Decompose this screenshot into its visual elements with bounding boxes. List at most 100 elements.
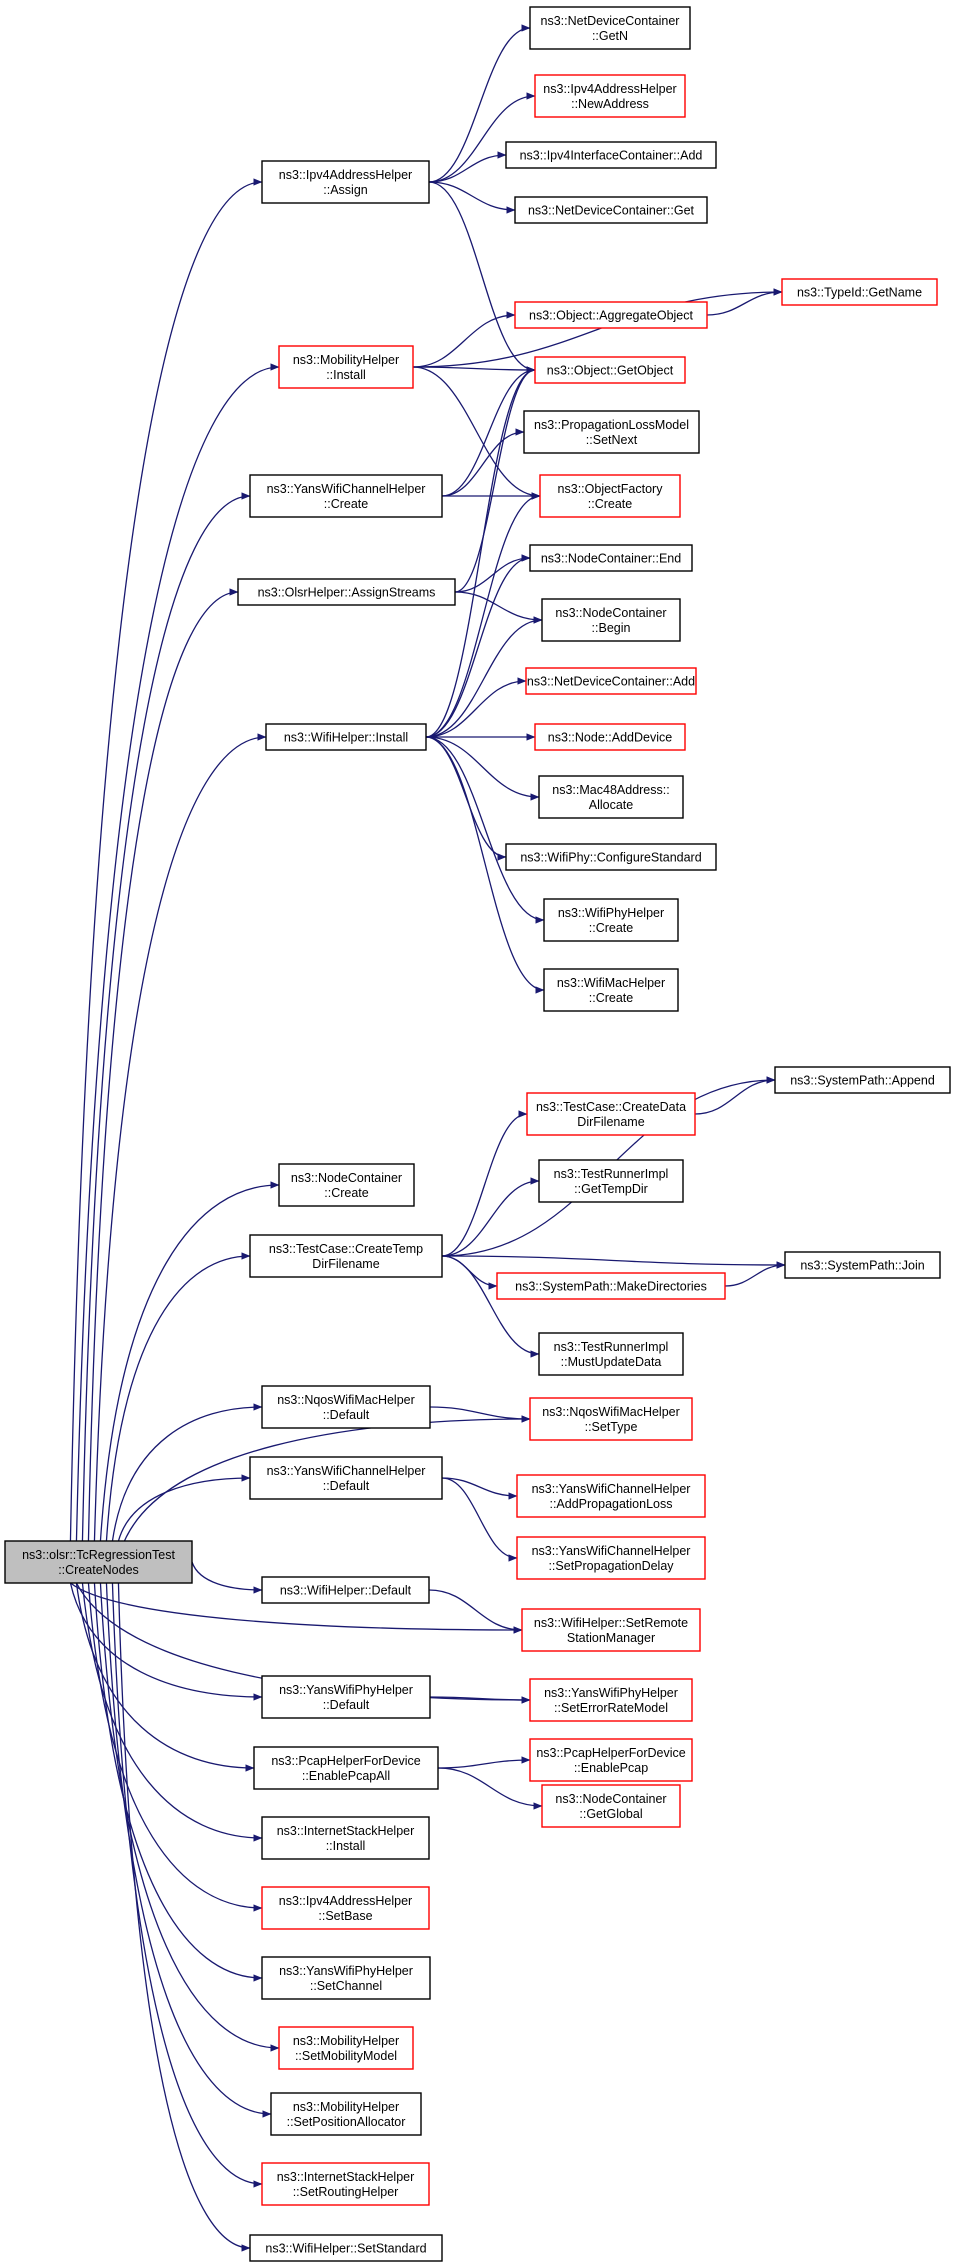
node-objectfactory-create[interactable]: ns3::ObjectFactory::Create (539, 474, 681, 518)
node-label-line: ::EnablePcapAll (302, 1769, 390, 1783)
node-box (253, 1746, 439, 1790)
node-label-line: ns3::TestRunnerImpl (554, 1167, 669, 1181)
node-box (523, 410, 700, 454)
edge-n5-to-n33 (425, 736, 540, 801)
node-label-line: ns3::NodeContainer::End (541, 552, 681, 566)
edge-n2-to-n25 (412, 311, 516, 368)
node-label-line: ns3::NetDeviceContainer (541, 14, 680, 28)
node-label-line: Allocate (589, 798, 634, 812)
node-box (538, 1332, 684, 1376)
node-mobilityhelper-install[interactable]: ns3::MobilityHelper::Install (278, 345, 414, 389)
node-yanswifiphyhelper-seterrorratemodel[interactable]: ns3::YansWifiPhyHelper::SetErrorRateMode… (529, 1678, 693, 1722)
node-nodecontainer-create[interactable]: ns3::NodeContainer::Create (278, 1163, 415, 1207)
node-mac48address-allocate[interactable]: ns3::Mac48Address::Allocate (538, 775, 684, 819)
node-wifimachelper-create[interactable]: ns3::WifiMacHelper::Create (543, 968, 679, 1012)
edge-n40-to-n41 (724, 1261, 786, 1287)
node-nodecontainer-end[interactable]: ns3::NodeContainer::End (529, 544, 693, 572)
node-label-line: ns3::TestCase::CreateData (536, 1100, 686, 1114)
node-netdevicecontainer-getn[interactable]: ns3::NetDeviceContainer::GetN (529, 6, 691, 50)
node-internetstackhelper-install[interactable]: ns3::InternetStackHelper::Install (261, 1816, 430, 1860)
node-box (278, 345, 414, 389)
node-object-aggregateobject[interactable]: ns3::Object::AggregateObject (514, 301, 708, 329)
node-wifihelper-default[interactable]: ns3::WifiHelper::Default (261, 1576, 430, 1604)
node-wifihelper-install[interactable]: ns3::WifiHelper::Install (265, 723, 427, 751)
node-box (505, 141, 717, 169)
node-wifihelper-setstandard[interactable]: ns3::WifiHelper::SetStandard (249, 2234, 443, 2262)
node-box (278, 2026, 414, 2070)
node-label-line: ns3::NodeContainer (555, 1792, 666, 1806)
node-node-adddevice[interactable]: ns3::Node::AddDevice (534, 723, 686, 751)
node-label-line: StationManager (567, 1631, 655, 1645)
node-label-line: ns3::NqosWifiMacHelper (542, 1405, 680, 1419)
edge-n9-to-n45 (441, 1477, 518, 1562)
edge-n0-to-n1 (69, 178, 263, 1542)
edge-n8-to-n43 (429, 1406, 531, 1423)
node-systempath-makedirectories[interactable]: ns3::SystemPath::MakeDirectories (496, 1272, 726, 1300)
node-typeid-getname[interactable]: ns3::TypeId::GetName (781, 278, 938, 306)
node-box (278, 1163, 415, 1207)
node-box (538, 1159, 684, 1203)
node-olsr-tcregressiontest-createnodes: ns3::olsr::TcRegressionTest::CreateNodes (4, 1540, 193, 1584)
node-label-line: ::EnablePcap (574, 1761, 648, 1775)
node-nodecontainer-begin[interactable]: ns3::NodeContainer::Begin (541, 598, 681, 642)
node-box (529, 1678, 693, 1722)
node-label-line: ns3::WifiHelper::Default (280, 1584, 412, 1598)
node-object-getobject[interactable]: ns3::Object::GetObject (534, 356, 686, 384)
edge-n1-to-n24 (428, 181, 536, 374)
node-label-line: ns3::SystemPath::Join (800, 1259, 924, 1273)
node-label-line: ns3::WifiMacHelper (557, 976, 665, 990)
node-testrunnerimpl-gettempdir[interactable]: ns3::TestRunnerImpl::GetTempDir (538, 1159, 684, 1203)
node-systempath-join[interactable]: ns3::SystemPath::Join (784, 1251, 941, 1279)
node-yanswifichannelhelper-create[interactable]: ns3::YansWifiChannelHelper::Create (249, 474, 443, 518)
node-mobilityhelper-setpositionallocator[interactable]: ns3::MobilityHelper::SetPositionAllocato… (270, 2092, 422, 2136)
node-netdevicecontainer-add[interactable]: ns3::NetDeviceContainer::Add (525, 667, 697, 695)
node-nqoswifimachelper-default[interactable]: ns3::NqosWifiMacHelper::Default (261, 1385, 431, 1429)
node-label-line: ns3::YansWifiChannelHelper (532, 1482, 691, 1496)
node-olsrhelper-assignstreams[interactable]: ns3::OlsrHelper::AssignStreams (237, 578, 456, 606)
node-internetstackhelper-setroutinghelper[interactable]: ns3::InternetStackHelper::SetRoutingHelp… (261, 2162, 430, 2206)
edge-n3-to-n24 (441, 366, 536, 497)
node-box (534, 723, 686, 751)
node-label-line: ns3::MobilityHelper (293, 2034, 399, 2048)
node-box (534, 74, 686, 118)
node-label-line: ::GetN (592, 29, 628, 43)
node-wifiphy-configurestandard[interactable]: ns3::WifiPhy::ConfigureStandard (505, 843, 717, 871)
node-ipv4addresshelper-setbase[interactable]: ns3::Ipv4AddressHelper::SetBase (261, 1886, 430, 1930)
node-propagationlossmodel-setnext[interactable]: ns3::PropagationLossModel::SetNext (523, 410, 700, 454)
node-label-line: ::Create (589, 991, 634, 1005)
call-edges (69, 24, 786, 2252)
node-label-line: ns3::YansWifiChannelHelper (532, 1544, 691, 1558)
edge-n5-to-n36 (425, 736, 545, 994)
node-ipv4addresshelper-newaddress[interactable]: ns3::Ipv4AddressHelper::NewAddress (534, 74, 686, 118)
edge-n4-to-n30 (454, 591, 543, 624)
node-nqoswifimachelper-settype[interactable]: ns3::NqosWifiMacHelper::SetType (529, 1397, 693, 1441)
node-label-line: ns3::WifiPhy::ConfigureStandard (520, 851, 701, 865)
node-netdevicecontainer-get[interactable]: ns3::NetDeviceContainer::Get (514, 196, 708, 224)
node-label-line: ::Default (323, 1698, 370, 1712)
node-wifiphyhelper-create[interactable]: ns3::WifiPhyHelper::Create (543, 898, 679, 942)
node-box (514, 301, 708, 329)
node-pcaphelperfordevice-enablepcap[interactable]: ns3::PcapHelperForDevice::EnablePcap (529, 1738, 693, 1782)
node-yanswifiphyhelper-setchannel[interactable]: ns3::YansWifiPhyHelper::SetChannel (261, 1956, 431, 2000)
node-label-line: ns3::Ipv4InterfaceContainer::Add (520, 149, 703, 163)
node-label-line: ns3::NetDeviceContainer::Add (527, 675, 695, 689)
node-mobilityhelper-setmobilitymodel[interactable]: ns3::MobilityHelper::SetMobilityModel (278, 2026, 414, 2070)
node-systempath-append[interactable]: ns3::SystemPath::Append (774, 1066, 951, 1094)
node-label-line: ::SetChannel (310, 1979, 382, 1993)
node-yanswifichannelhelper-addpropagationloss[interactable]: ns3::YansWifiChannelHelper::AddPropagati… (516, 1474, 706, 1518)
node-nodecontainer-getglobal[interactable]: ns3::NodeContainer::GetGlobal (541, 1784, 681, 1828)
edge-n0-to-n18 (111, 1582, 263, 2188)
node-yanswifichannelhelper-setpropagationdelay[interactable]: ns3::YansWifiChannelHelper::SetPropagati… (516, 1536, 706, 1580)
node-box (261, 1886, 430, 1930)
node-yanswifiphyhelper-default[interactable]: ns3::YansWifiPhyHelper::Default (261, 1675, 431, 1719)
node-ipv4addresshelper-assign[interactable]: ns3::Ipv4AddressHelper::Assign (261, 160, 430, 204)
node-testrunnerimpl-mustupdatedata[interactable]: ns3::TestRunnerImpl::MustUpdateData (538, 1332, 684, 1376)
node-ipv4interfacecontainer-add[interactable]: ns3::Ipv4InterfaceContainer::Add (505, 141, 717, 169)
node-yanswifichannelhelper-default[interactable]: ns3::YansWifiChannelHelper::Default (249, 1456, 443, 1500)
node-pcaphelperfordevice-enablepcapall[interactable]: ns3::PcapHelperForDevice::EnablePcapAll (253, 1746, 439, 1790)
node-label-line: ns3::PropagationLossModel (534, 418, 689, 432)
node-box (781, 278, 938, 306)
